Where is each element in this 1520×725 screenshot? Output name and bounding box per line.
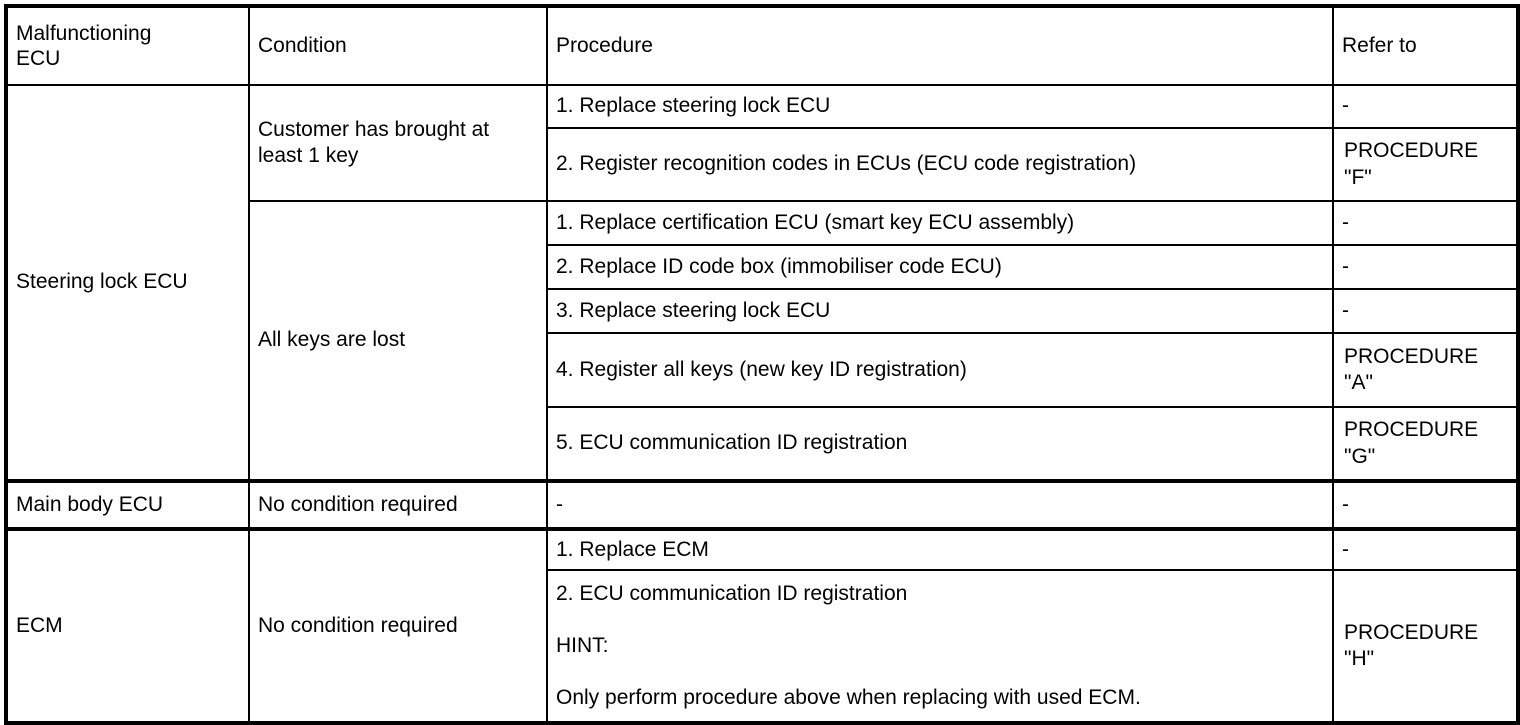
table-row: 5. ECU communication ID registration PRO… — [6, 406, 1519, 482]
header-ecu-line-1: Malfunctioning — [16, 21, 152, 45]
refer-to-line-1: PROCEDURE — [1344, 418, 1479, 442]
refer-to-line-2: "H" — [1344, 647, 1375, 670]
table-row: ECM No condition required 1. Replace ECM… — [5, 527, 1519, 724]
cell-ecu-ecm: ECM — [5, 527, 250, 724]
table-row: Main body ECU No condition required - - — [5, 479, 1519, 530]
cell-condition-customer-key: Customer has brought at least 1 key — [248, 84, 548, 202]
cell-refer-to: - — [1332, 479, 1519, 530]
cell-procedure: 2. Replace ID code box (immobiliser code… — [546, 244, 1334, 290]
cell-refer-to: PROCEDURE "F" — [1332, 127, 1519, 202]
condition-line-2: least 1 key — [258, 144, 359, 167]
table-header: Malfunctioning ECU Condition Procedure R… — [5, 5, 1519, 86]
cell-refer-to: - — [1332, 288, 1519, 334]
table-row: All keys are lost 1. Replace certificati… — [6, 200, 1519, 482]
column-header-procedure: Procedure — [546, 5, 1334, 86]
table-row: Steering lock ECU Customer has brought a… — [5, 84, 1519, 482]
header-row: Malfunctioning ECU Condition Procedure R… — [5, 5, 1519, 86]
line-spacer — [556, 607, 1324, 633]
column-header-condition: Condition — [248, 5, 548, 86]
cell-condition-no-condition: No condition required — [248, 527, 548, 724]
condition-line-1: Customer has brought at — [258, 117, 490, 141]
cell-refer-to: PROCEDURE "G" — [1332, 406, 1519, 482]
refer-to-line-1: PROCEDURE — [1344, 344, 1479, 368]
cell-condition-no-condition: No condition required — [248, 479, 548, 530]
line-spacer — [556, 659, 1324, 685]
column-header-malfunctioning-ecu: Malfunctioning ECU — [5, 5, 250, 86]
refer-to-line-1: PROCEDURE — [1344, 620, 1479, 644]
cell-procedure: 5. ECU communication ID registration — [546, 406, 1334, 482]
cell-procedure: 3. Replace steering lock ECU — [546, 288, 1334, 334]
cell-refer-to: - — [1332, 244, 1519, 290]
procedure-hint-text: Only perform procedure above when replac… — [556, 686, 1141, 710]
table-row: 4. Register all keys (new key ID registr… — [6, 332, 1519, 408]
cell-procedure: 1. Replace ECM — [546, 527, 1334, 571]
table-row: 2. ECU communication ID registration HIN… — [6, 569, 1519, 724]
cell-ecu-steering-lock: Steering lock ECU — [5, 84, 250, 482]
table-row: 3. Replace steering lock ECU - — [6, 288, 1519, 334]
refer-to-line-2: "F" — [1344, 165, 1372, 189]
cell-procedure: 1. Replace steering lock ECU — [546, 84, 1334, 129]
cell-ecu-main-body: Main body ECU — [5, 479, 250, 530]
cell-refer-to: PROCEDURE "H" — [1332, 569, 1519, 724]
document-page: Malfunctioning ECU Condition Procedure R… — [0, 4, 1520, 725]
refer-to-line-1: PROCEDURE — [1344, 139, 1479, 163]
ecu-replacement-matrix-table: Malfunctioning ECU Condition Procedure R… — [4, 4, 1520, 725]
column-header-refer-to: Refer to — [1332, 5, 1519, 86]
cell-procedure: 2. Register recognition codes in ECUs (E… — [546, 127, 1334, 202]
refer-to-line-2: "A" — [1344, 371, 1373, 394]
header-ecu-line-2: ECU — [16, 47, 61, 70]
cell-procedure-hint: 2. ECU communication ID registration HIN… — [546, 569, 1334, 724]
procedure-hint-label: HINT: — [556, 633, 609, 657]
table-row: 2. Replace ID code box (immobiliser code… — [6, 244, 1519, 290]
cell-refer-to: - — [1332, 200, 1519, 246]
cell-refer-to: - — [1332, 84, 1519, 129]
table-row: 2. Register recognition codes in ECUs (E… — [6, 127, 1519, 202]
cell-procedure: - — [546, 479, 1334, 530]
cell-procedure: 1. Replace certification ECU (smart key … — [546, 200, 1334, 246]
cell-refer-to: PROCEDURE "A" — [1332, 332, 1519, 408]
table-body: Steering lock ECU Customer has brought a… — [5, 84, 1519, 724]
cell-condition-all-keys-lost: All keys are lost — [248, 200, 548, 482]
cell-refer-to: - — [1332, 527, 1519, 571]
cell-procedure: 4. Register all keys (new key ID registr… — [546, 332, 1334, 408]
refer-to-line-2: "G" — [1344, 444, 1376, 468]
procedure-line-1: 2. ECU communication ID registration — [556, 581, 908, 605]
